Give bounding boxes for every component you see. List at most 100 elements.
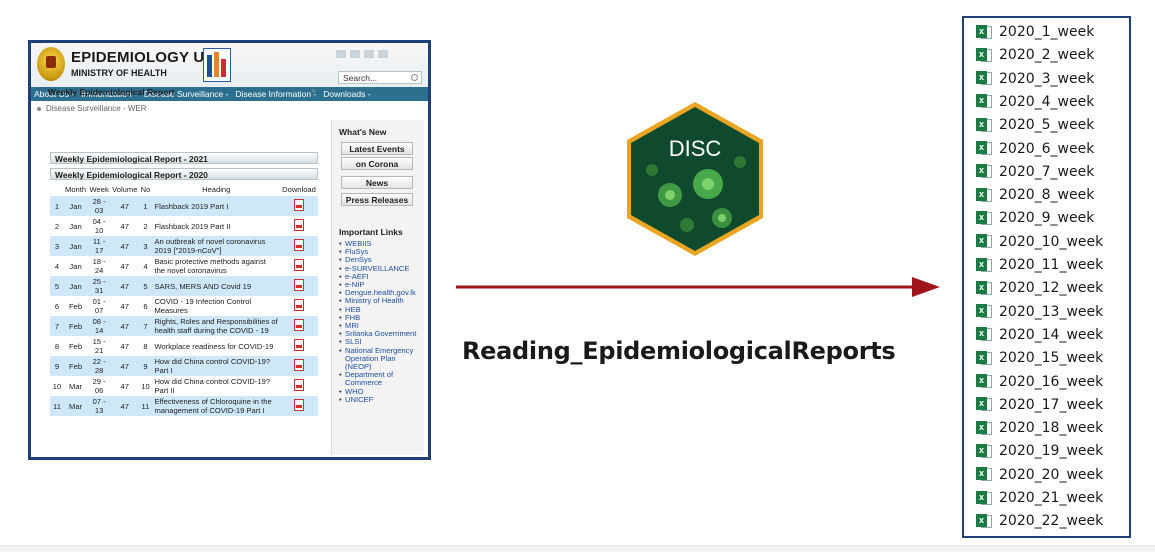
row-heading[interactable]: SARS, MERS AND Covid 19 bbox=[152, 276, 280, 296]
row-download[interactable] bbox=[280, 216, 318, 236]
important-link[interactable]: HEB bbox=[339, 305, 423, 314]
row-download[interactable] bbox=[280, 196, 318, 216]
row-download[interactable] bbox=[280, 336, 318, 356]
row-download[interactable] bbox=[280, 356, 318, 376]
row-download[interactable] bbox=[280, 376, 318, 396]
row-heading[interactable]: COVID - 19 Infection Control Measures bbox=[152, 296, 280, 316]
important-link[interactable]: WHO bbox=[339, 387, 423, 396]
row-volume: 47 bbox=[111, 276, 139, 296]
important-link[interactable]: e-AEFI bbox=[339, 272, 423, 281]
row-download[interactable] bbox=[280, 316, 318, 336]
row-heading[interactable]: How did China control COVID-19? Part II bbox=[152, 376, 280, 396]
breadcrumb-text[interactable]: Disease Surveillance - WER bbox=[46, 104, 147, 113]
nav-disease-information[interactable]: Disease Information - bbox=[235, 89, 317, 99]
nav-disease-surveillance[interactable]: Disease Surveillance - bbox=[143, 89, 229, 99]
important-link[interactable]: WEBIIS bbox=[339, 239, 423, 248]
on-corona-button[interactable]: on Corona bbox=[341, 157, 413, 170]
important-link[interactable]: Ministry of Health bbox=[339, 297, 423, 306]
chat-icon[interactable] bbox=[336, 49, 346, 58]
important-link[interactable]: FHB bbox=[339, 313, 423, 322]
search-input[interactable]: Search... bbox=[338, 71, 422, 84]
row-heading[interactable]: Rights, Roles and Responsibilities of he… bbox=[152, 316, 280, 336]
pdf-download-icon[interactable] bbox=[294, 399, 304, 411]
row-download[interactable] bbox=[280, 256, 318, 276]
row-heading[interactable]: Effectiveness of Chloroquine in the mana… bbox=[152, 396, 280, 416]
important-link[interactable]: FluSys bbox=[339, 247, 423, 256]
important-link[interactable]: SLSI bbox=[339, 338, 423, 347]
important-link[interactable]: DenSys bbox=[339, 256, 423, 265]
pdf-download-icon[interactable] bbox=[294, 319, 304, 331]
header-tools[interactable] bbox=[336, 49, 392, 58]
row-download[interactable] bbox=[280, 236, 318, 256]
important-link[interactable]: National Emergency Operation Plan (NEOP) bbox=[339, 346, 423, 372]
row-download[interactable] bbox=[280, 396, 318, 416]
nav-about-us[interactable]: About Us - bbox=[34, 89, 75, 99]
important-link[interactable]: e-SURVEILLANCE bbox=[339, 264, 423, 273]
row-volume: 47 bbox=[111, 216, 139, 236]
row-heading[interactable]: How did China control COVID-19? Part I bbox=[152, 356, 280, 376]
row-heading[interactable]: Workplace readiness for COVID-19 bbox=[152, 336, 280, 356]
latest-events-button[interactable]: Latest Events bbox=[341, 142, 413, 155]
important-link[interactable]: Dengue.health.gov.lk bbox=[339, 289, 423, 298]
row-month: Jan bbox=[64, 276, 88, 296]
pdf-download-icon[interactable] bbox=[294, 379, 304, 391]
important-link[interactable]: UNICEF bbox=[339, 395, 423, 404]
excel-file-icon: x bbox=[976, 490, 993, 506]
news-button[interactable]: News bbox=[341, 176, 413, 189]
press-releases-button[interactable]: Press Releases bbox=[341, 193, 413, 206]
row-download[interactable] bbox=[280, 276, 318, 296]
excel-file-icon: x bbox=[976, 374, 993, 389]
nav-immunization[interactable]: Immunization - bbox=[81, 89, 137, 99]
close-icon[interactable]: × bbox=[311, 86, 317, 96]
pdf-download-icon[interactable] bbox=[294, 239, 304, 251]
pdf-download-icon[interactable] bbox=[294, 219, 304, 231]
row-heading[interactable]: Flashback 2019 Part II bbox=[152, 216, 280, 236]
pdf-download-icon[interactable] bbox=[294, 199, 304, 211]
pdf-download-icon[interactable] bbox=[294, 359, 304, 371]
row-heading[interactable]: Basic protective methods against the nov… bbox=[152, 256, 280, 276]
year-section-2021[interactable]: Weekly Epidemiological Report - 2021 bbox=[50, 152, 318, 164]
pdf-download-icon[interactable] bbox=[294, 259, 304, 271]
font-size-icon[interactable] bbox=[378, 49, 388, 58]
nav-downloads[interactable]: Downloads - bbox=[323, 89, 371, 99]
row-heading[interactable]: Flashback 2019 Part I bbox=[152, 196, 280, 216]
search-icon[interactable] bbox=[411, 74, 418, 81]
breadcrumb[interactable]: Disease Surveillance - WER bbox=[37, 104, 146, 113]
row-download[interactable] bbox=[280, 296, 318, 316]
pdf-download-icon[interactable] bbox=[294, 339, 304, 351]
home-icon[interactable] bbox=[350, 49, 360, 58]
pdf-download-icon[interactable] bbox=[294, 279, 304, 291]
row-index: 5 bbox=[50, 276, 64, 296]
important-link[interactable]: MRI bbox=[339, 321, 423, 330]
important-link[interactable]: e-NIP bbox=[339, 280, 423, 289]
important-link[interactable]: Srilanka Government bbox=[339, 330, 423, 339]
row-week: 25 - 31 bbox=[87, 276, 112, 296]
language-icon[interactable] bbox=[364, 49, 374, 58]
year-section-2020[interactable]: Weekly Epidemiological Report - 2020 bbox=[50, 168, 318, 180]
row-heading[interactable]: An outbreak of novel coronavirus 2019 ["… bbox=[152, 236, 280, 256]
important-link[interactable]: Department of Commerce bbox=[339, 371, 423, 388]
pdf-download-icon[interactable] bbox=[294, 299, 304, 311]
